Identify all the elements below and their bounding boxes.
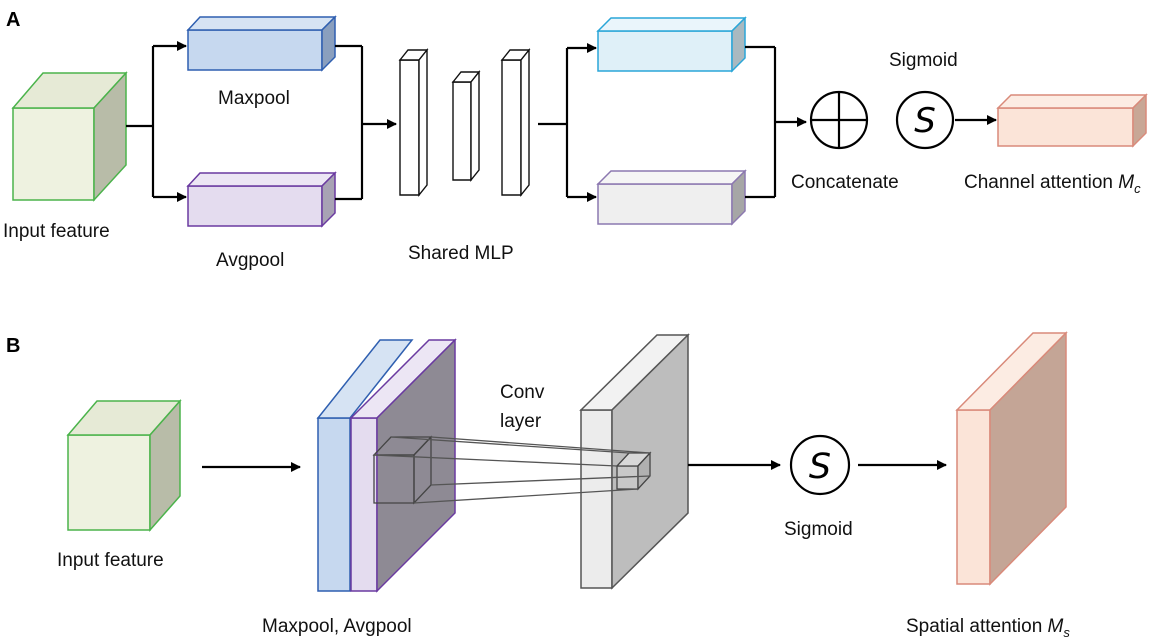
sigmoid-symbol-b: S — [809, 447, 831, 487]
input-feature-cube-b — [66, 399, 182, 532]
conv-projection-lines — [373, 436, 651, 504]
sigmoid-label-a: Sigmoid — [889, 50, 958, 71]
maxpool-label: Maxpool — [218, 88, 290, 109]
input-feature-label-a: Input feature — [3, 221, 110, 242]
sigmoid-circle-a — [895, 90, 955, 150]
concat-connector — [745, 45, 807, 199]
avgpool-box — [186, 171, 337, 228]
maxpool-mlp-output-box — [596, 16, 747, 73]
concatenate-label: Concatenate — [791, 172, 899, 193]
maxpool-box — [186, 15, 337, 72]
spatial-attention-label: Spatial attention Ms — [906, 616, 1070, 640]
conv-layer-label-line2: layer — [500, 411, 542, 432]
conv-layer-label-line1: Conv — [500, 382, 545, 403]
merge-connector-a — [335, 44, 397, 201]
sigmoid-symbol-a: S — [914, 101, 936, 141]
input-feature-cube-a — [11, 71, 128, 202]
shared-mlp — [398, 48, 531, 197]
conv-output-cell — [615, 451, 652, 491]
mlp-split-connector — [538, 43, 597, 202]
shared-mlp-label: Shared MLP — [408, 243, 514, 264]
panel-b-label: B — [6, 335, 20, 357]
avgpool-label: Avgpool — [216, 250, 284, 271]
channel-attention-label: Channel attention Mc — [964, 172, 1141, 196]
avgpool-mlp-output-box — [596, 169, 747, 226]
avgpool-map — [349, 338, 457, 593]
mlp-layer-1 — [398, 48, 429, 197]
maxpool-avgpool-label: Maxpool, Avgpool — [262, 616, 412, 637]
panel-a-label: A — [6, 9, 20, 31]
concatenate-circle-plus-icon — [809, 90, 869, 150]
channel-attention-box — [996, 93, 1148, 148]
spatial-attention-map — [955, 331, 1068, 586]
sigmoid-label-b: Sigmoid — [784, 519, 853, 540]
split-connector-a — [126, 41, 187, 202]
input-feature-label-b: Input feature — [57, 550, 164, 571]
mlp-layer-3 — [500, 48, 531, 197]
maxpool-map — [316, 339, 414, 592]
mlp-layer-2 — [451, 70, 481, 182]
sigmoid-circle-b — [789, 434, 851, 496]
